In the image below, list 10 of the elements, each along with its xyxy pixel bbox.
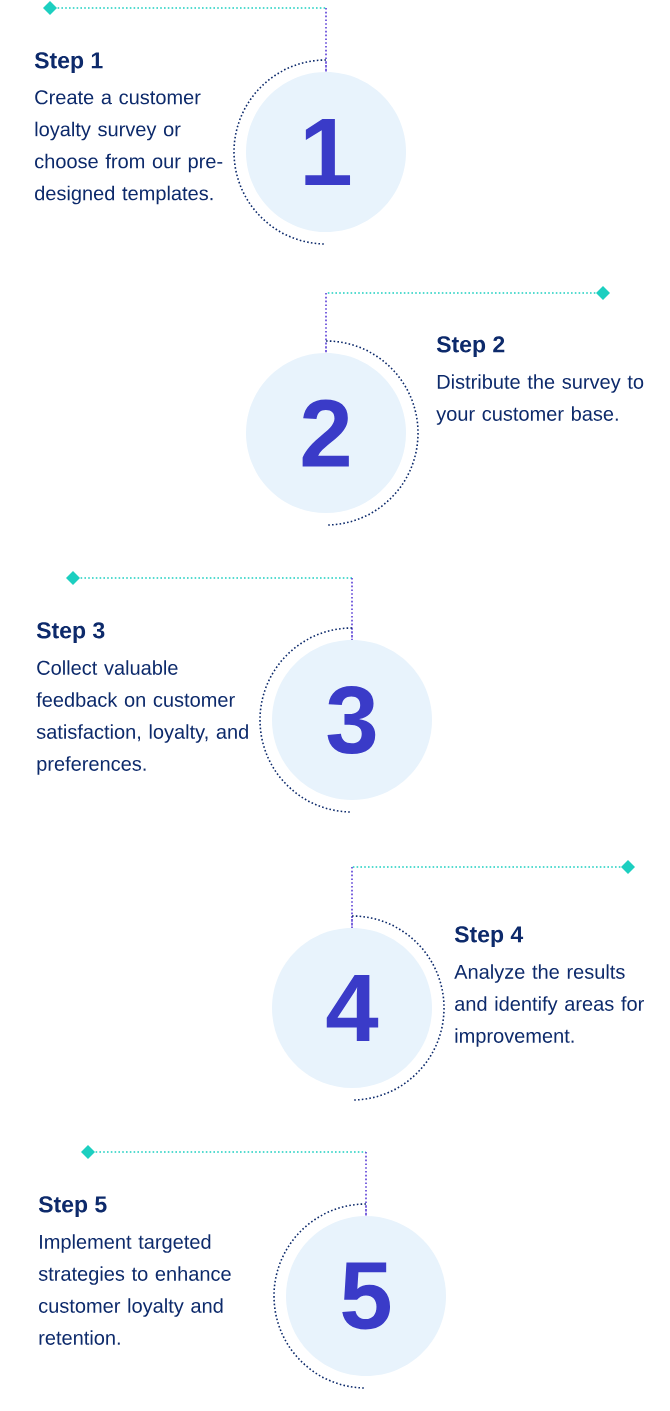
step-heading: Step 1 [34,52,103,74]
step-description: Collect valuable feedback on customer satisfaction, loyalty, and preferences. [36,660,248,775]
step-description: Analyze the results and identify areas for improvement. [454,964,644,1047]
step-heading: Step 3 [36,622,105,644]
step-description: Distribute the survey to your customer base. [436,374,644,425]
step-heading: Step 5 [38,1196,107,1218]
step-description: Implement targeted strategies to enhance customer loyalty and retention. [38,1234,231,1345]
step-description: Create a customer loyalty survey or choose from our pre-designed templates. [35,90,223,205]
step-heading: Step 4 [454,926,524,948]
step-heading: Step 2 [436,336,505,358]
